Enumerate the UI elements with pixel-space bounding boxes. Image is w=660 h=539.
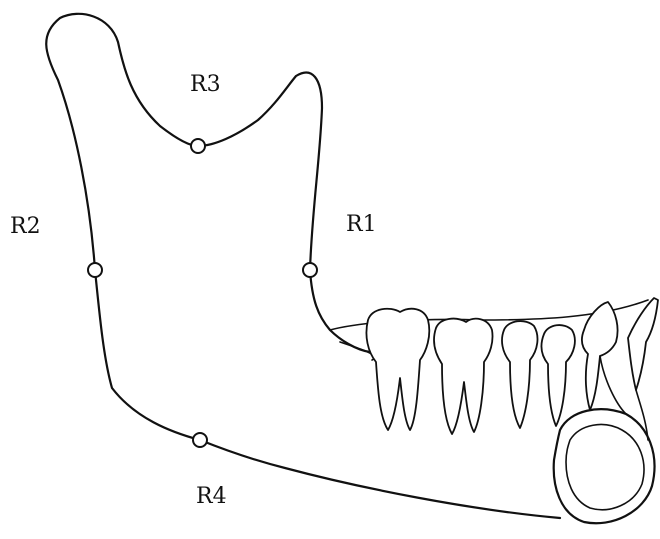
label-r2: R2 (10, 216, 41, 238)
point-r4 (193, 433, 207, 447)
premolar-1 (502, 321, 537, 428)
tooth-crypt-inner (566, 425, 644, 510)
molar-1 (366, 309, 429, 430)
mandible-outline (46, 14, 560, 518)
label-r4: R4 (196, 486, 227, 508)
label-r1: R1 (346, 214, 377, 236)
point-r2 (88, 263, 102, 277)
tooth-crypt-outer (554, 409, 655, 523)
point-r3 (191, 139, 205, 153)
point-r1 (303, 263, 317, 277)
molar-2 (434, 319, 493, 434)
incisor (628, 298, 658, 390)
premolar-2 (541, 325, 575, 426)
label-r3: R3 (190, 74, 221, 96)
